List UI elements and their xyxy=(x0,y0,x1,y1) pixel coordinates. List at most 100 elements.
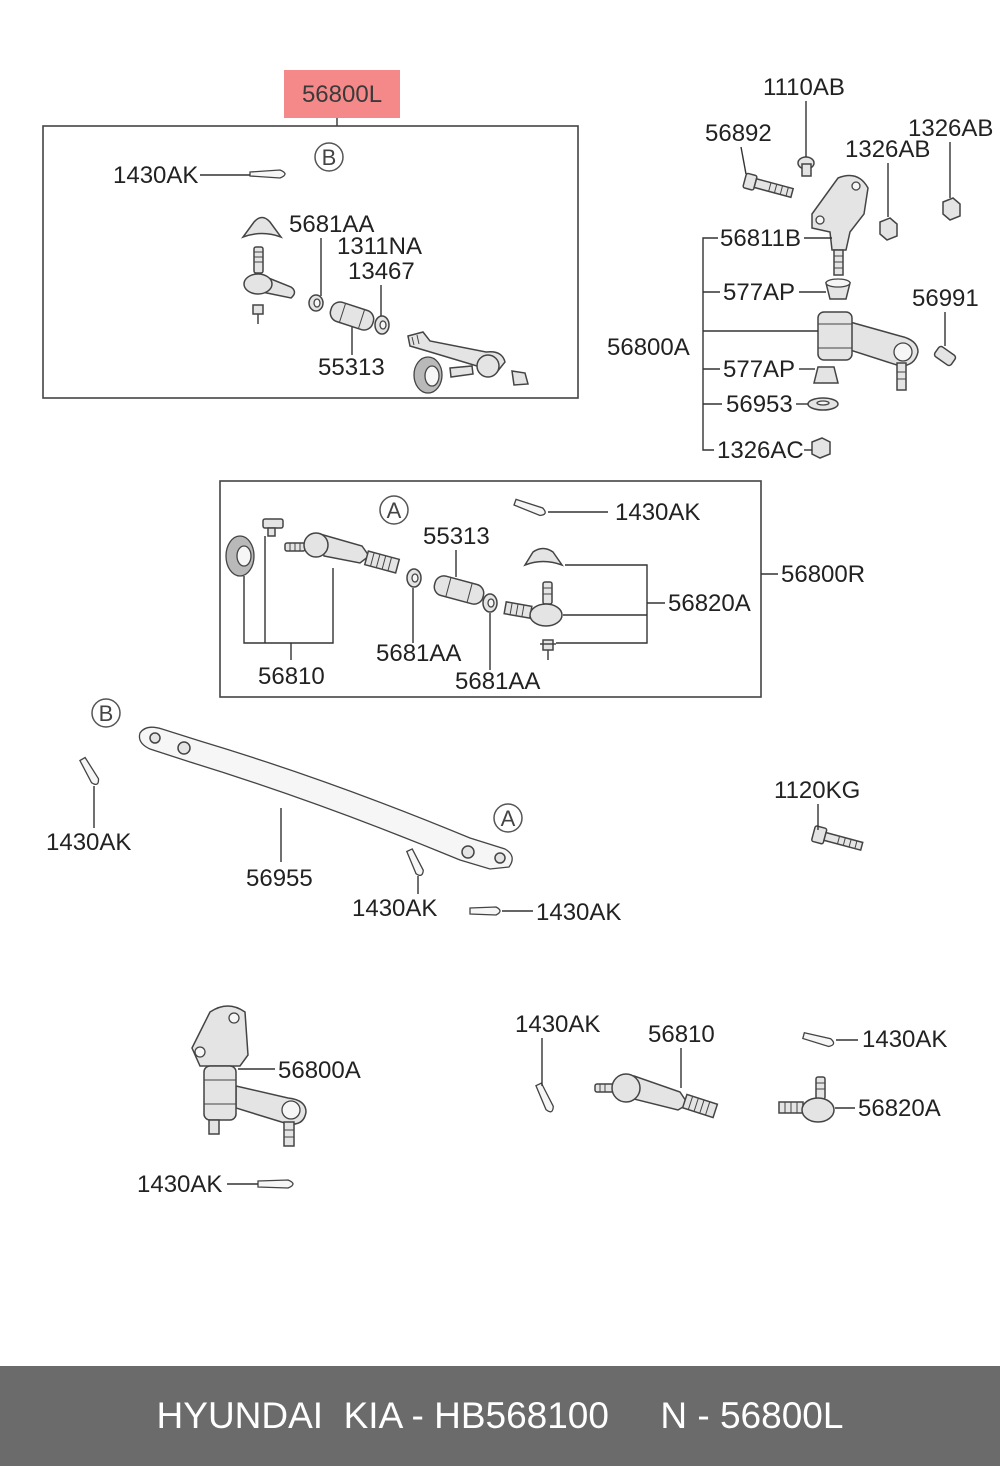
section-marker-a: A xyxy=(493,803,523,833)
idler-arm-assembly: 1110AB 56892 1326AB 1326AB 56811B 577AP … xyxy=(607,74,993,464)
part-number-label: 56892 xyxy=(705,120,772,147)
tie-rod-end-inner xyxy=(243,246,296,299)
castle-nut xyxy=(252,304,264,324)
parts-diagram: 56800L B xyxy=(42,70,993,1198)
loose-parts: 1430AK 56810 1430AK 56800A 56820A 1430AK xyxy=(137,1005,947,1198)
part-number-label: 56800R xyxy=(781,561,865,588)
cotter-pin xyxy=(513,498,546,517)
part-number-label: 577AP xyxy=(723,279,795,306)
marker-letter: B xyxy=(322,145,337,170)
tie-rod-end-inner xyxy=(778,1076,835,1123)
highlighted-part-number: 56800L xyxy=(302,81,382,108)
washer xyxy=(807,397,839,411)
box-a-frame xyxy=(219,480,762,698)
idler-arm-bracket xyxy=(811,174,869,276)
cotter-pin xyxy=(535,1082,554,1113)
cotter-pin xyxy=(405,848,424,877)
marker-circle xyxy=(379,495,409,525)
nut xyxy=(308,294,324,312)
part-number-label: 5681AA xyxy=(376,640,461,667)
cotter-pin xyxy=(469,906,501,916)
idler-arm xyxy=(817,311,919,391)
castle-nut xyxy=(511,370,529,386)
stud-threads xyxy=(254,251,263,263)
nut xyxy=(374,315,390,335)
part-number-label: 55313 xyxy=(423,523,490,550)
rubber-bushing xyxy=(413,356,443,394)
marker-letter: B xyxy=(99,701,114,726)
part-number-label: 56820A xyxy=(858,1095,941,1122)
marker-circle xyxy=(493,803,523,833)
part-number-label: 56810 xyxy=(258,663,325,690)
part-number-label: 1430AK xyxy=(862,1026,947,1053)
leader-bracket xyxy=(556,564,665,644)
part-number-label: 56955 xyxy=(246,865,313,892)
center-link xyxy=(138,726,513,870)
bolt xyxy=(811,825,864,852)
part-number-label: 1326AC xyxy=(717,437,804,464)
part-number-label: 56953 xyxy=(726,391,793,418)
part-number-label: 1120KG xyxy=(774,777,860,804)
bushing-lower xyxy=(813,366,839,384)
part-number-label: 56800A xyxy=(278,1057,361,1084)
leader-line xyxy=(740,146,747,175)
nut xyxy=(879,217,898,241)
part-number-label: 1110AB xyxy=(763,74,845,101)
part-number-label: 56810 xyxy=(648,1021,715,1048)
bolt xyxy=(449,365,474,378)
part-number-label: 56820A xyxy=(668,590,751,617)
part-number-label: 1326AB xyxy=(845,136,930,163)
cotter-pin xyxy=(79,756,100,786)
bushing-upper xyxy=(825,278,851,300)
part-number-label: 1430AK xyxy=(46,829,131,856)
part-number-label: 1430AK xyxy=(137,1171,222,1198)
ball-stud xyxy=(253,246,264,274)
bolt xyxy=(742,172,795,199)
bolt xyxy=(797,156,815,177)
adjusting-sleeve xyxy=(433,575,485,605)
box-b-assembly: B xyxy=(42,125,579,399)
cotter-pin xyxy=(802,1031,835,1048)
dust-boot xyxy=(523,547,564,567)
marker-letter: A xyxy=(501,806,516,831)
nut xyxy=(482,593,498,613)
part-number-label: 1430AK xyxy=(113,162,198,189)
box-a-assembly: A xyxy=(219,480,865,698)
nut xyxy=(942,197,961,221)
part-number-label: 1326AB xyxy=(908,115,993,142)
part-number-label: 13467 xyxy=(348,258,415,285)
leader-bracket xyxy=(243,536,334,660)
part-number-label: 577AP xyxy=(723,356,795,383)
section-marker-b: B xyxy=(314,142,344,172)
highlight-box xyxy=(284,70,400,118)
bolt xyxy=(262,518,284,537)
part-number-label: 1311NA xyxy=(337,233,422,260)
part-number-label: 1430AK xyxy=(615,499,700,526)
grease-fitting xyxy=(933,345,957,367)
center-link-assembly: B A 1430AK 56955 1120KG 1430AK 143 xyxy=(46,698,864,926)
nut xyxy=(406,568,422,588)
part-number-label: 5681AA xyxy=(289,211,374,238)
part-number-label: 56800A xyxy=(607,334,690,361)
adjusting-sleeve xyxy=(329,301,375,331)
ball-housing xyxy=(243,273,273,295)
footer: HYUNDAI KIA - HB568100 N - 56800L xyxy=(0,1366,1000,1466)
section-marker-b: B xyxy=(91,698,121,728)
dust-boot xyxy=(240,216,284,239)
tie-rod-end-outer xyxy=(284,532,401,574)
part-number-label: 1430AK xyxy=(515,1011,600,1038)
section-marker-a: A xyxy=(379,495,409,525)
cotter-pin xyxy=(249,169,286,179)
part-number-label: 5681AA xyxy=(455,668,540,695)
nut xyxy=(811,437,831,459)
idler-arm xyxy=(191,1005,307,1147)
cotter-pin xyxy=(257,1179,294,1189)
rubber-bushing xyxy=(225,535,255,577)
castle-nut xyxy=(540,639,556,660)
part-number-label: 1430AK xyxy=(352,895,437,922)
part-number-label: 56811B xyxy=(720,225,801,252)
marker-circle xyxy=(91,698,121,728)
footer-text: HYUNDAI KIA - HB568100 N - 56800L xyxy=(156,1395,844,1436)
leader-bracket xyxy=(702,237,818,451)
part-number-label: 1430AK xyxy=(536,899,621,926)
